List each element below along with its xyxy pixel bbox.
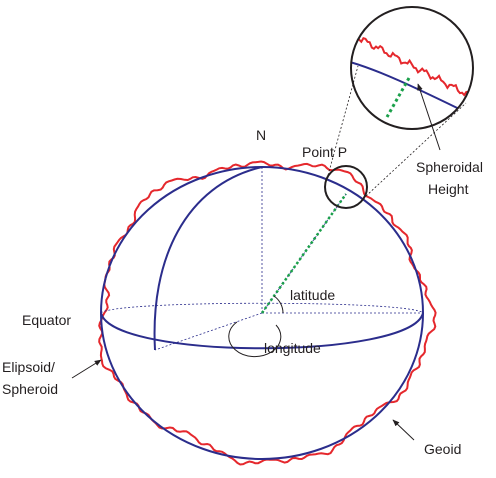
meridian bbox=[153, 166, 263, 351]
spheroidal-height-arrow bbox=[417, 83, 441, 151]
spheroidal-height-label-1: Spheroidal bbox=[416, 159, 483, 175]
zoom-inset bbox=[350, 6, 474, 130]
spheroidal-height-label-2: Height bbox=[428, 181, 469, 197]
longitude-arc bbox=[228, 321, 282, 358]
equator-label: Equator bbox=[22, 312, 71, 328]
ellipsoid-label-2: Spheroid bbox=[2, 381, 58, 397]
spheroidal-height-line bbox=[260, 193, 348, 314]
zoom-circle bbox=[350, 6, 474, 130]
zoom-geoid-line bbox=[354, 36, 473, 105]
geoid-arrow bbox=[392, 419, 415, 441]
geoid-label: Geoid bbox=[424, 441, 461, 457]
point-p-label: Point P bbox=[302, 144, 347, 160]
equator-front bbox=[100, 312, 424, 350]
zoom-ellipsoid-line bbox=[351, 61, 473, 119]
ellipsoid-label-1: Elipsoid/ bbox=[2, 359, 55, 375]
ellipsoid-arrow bbox=[71, 359, 102, 379]
zoom-connector-right bbox=[365, 102, 467, 197]
zoom-height-line bbox=[385, 77, 411, 118]
north-label: N bbox=[256, 127, 266, 143]
latitude-label: latitude bbox=[290, 287, 335, 303]
center-to-meridian bbox=[154, 312, 263, 351]
point-p-circle bbox=[324, 165, 368, 209]
latitude-arc bbox=[273, 295, 284, 314]
longitude-label: longitude bbox=[264, 340, 321, 356]
